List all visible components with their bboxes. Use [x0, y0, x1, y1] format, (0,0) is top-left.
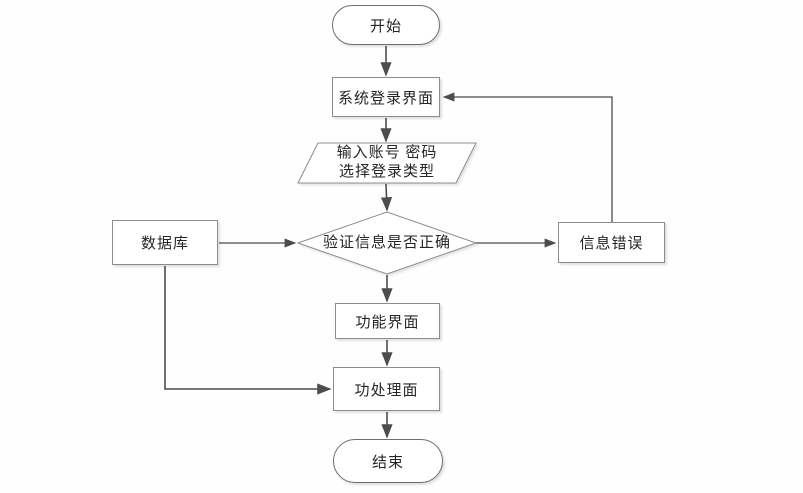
node-process-label: 功处理面 [354, 382, 419, 399]
edge-error-login [442, 92, 613, 222]
node-start-label: 开始 [369, 18, 402, 35]
node-process-screen: 功处理面 [333, 367, 440, 411]
node-start: 开始 [332, 5, 440, 45]
node-login-screen: 系统登录界面 [332, 77, 440, 117]
node-info-error: 信息错误 [558, 222, 665, 263]
edge-input-verify [380, 183, 393, 212]
node-database-label: 数据库 [140, 236, 189, 252]
edge-database-process [164, 266, 332, 395]
node-end: 结束 [333, 439, 443, 483]
node-database: 数据库 [112, 220, 218, 265]
node-end-label: 结束 [371, 454, 404, 471]
node-login-label: 系统登录界面 [337, 90, 434, 107]
node-function-screen: 功能界面 [335, 303, 440, 339]
node-function-label: 功能界面 [355, 314, 420, 331]
node-info-error-label: 信息错误 [579, 236, 644, 252]
decision-diamond-shape [296, 211, 478, 275]
io-parallelogram-shape [297, 142, 477, 184]
